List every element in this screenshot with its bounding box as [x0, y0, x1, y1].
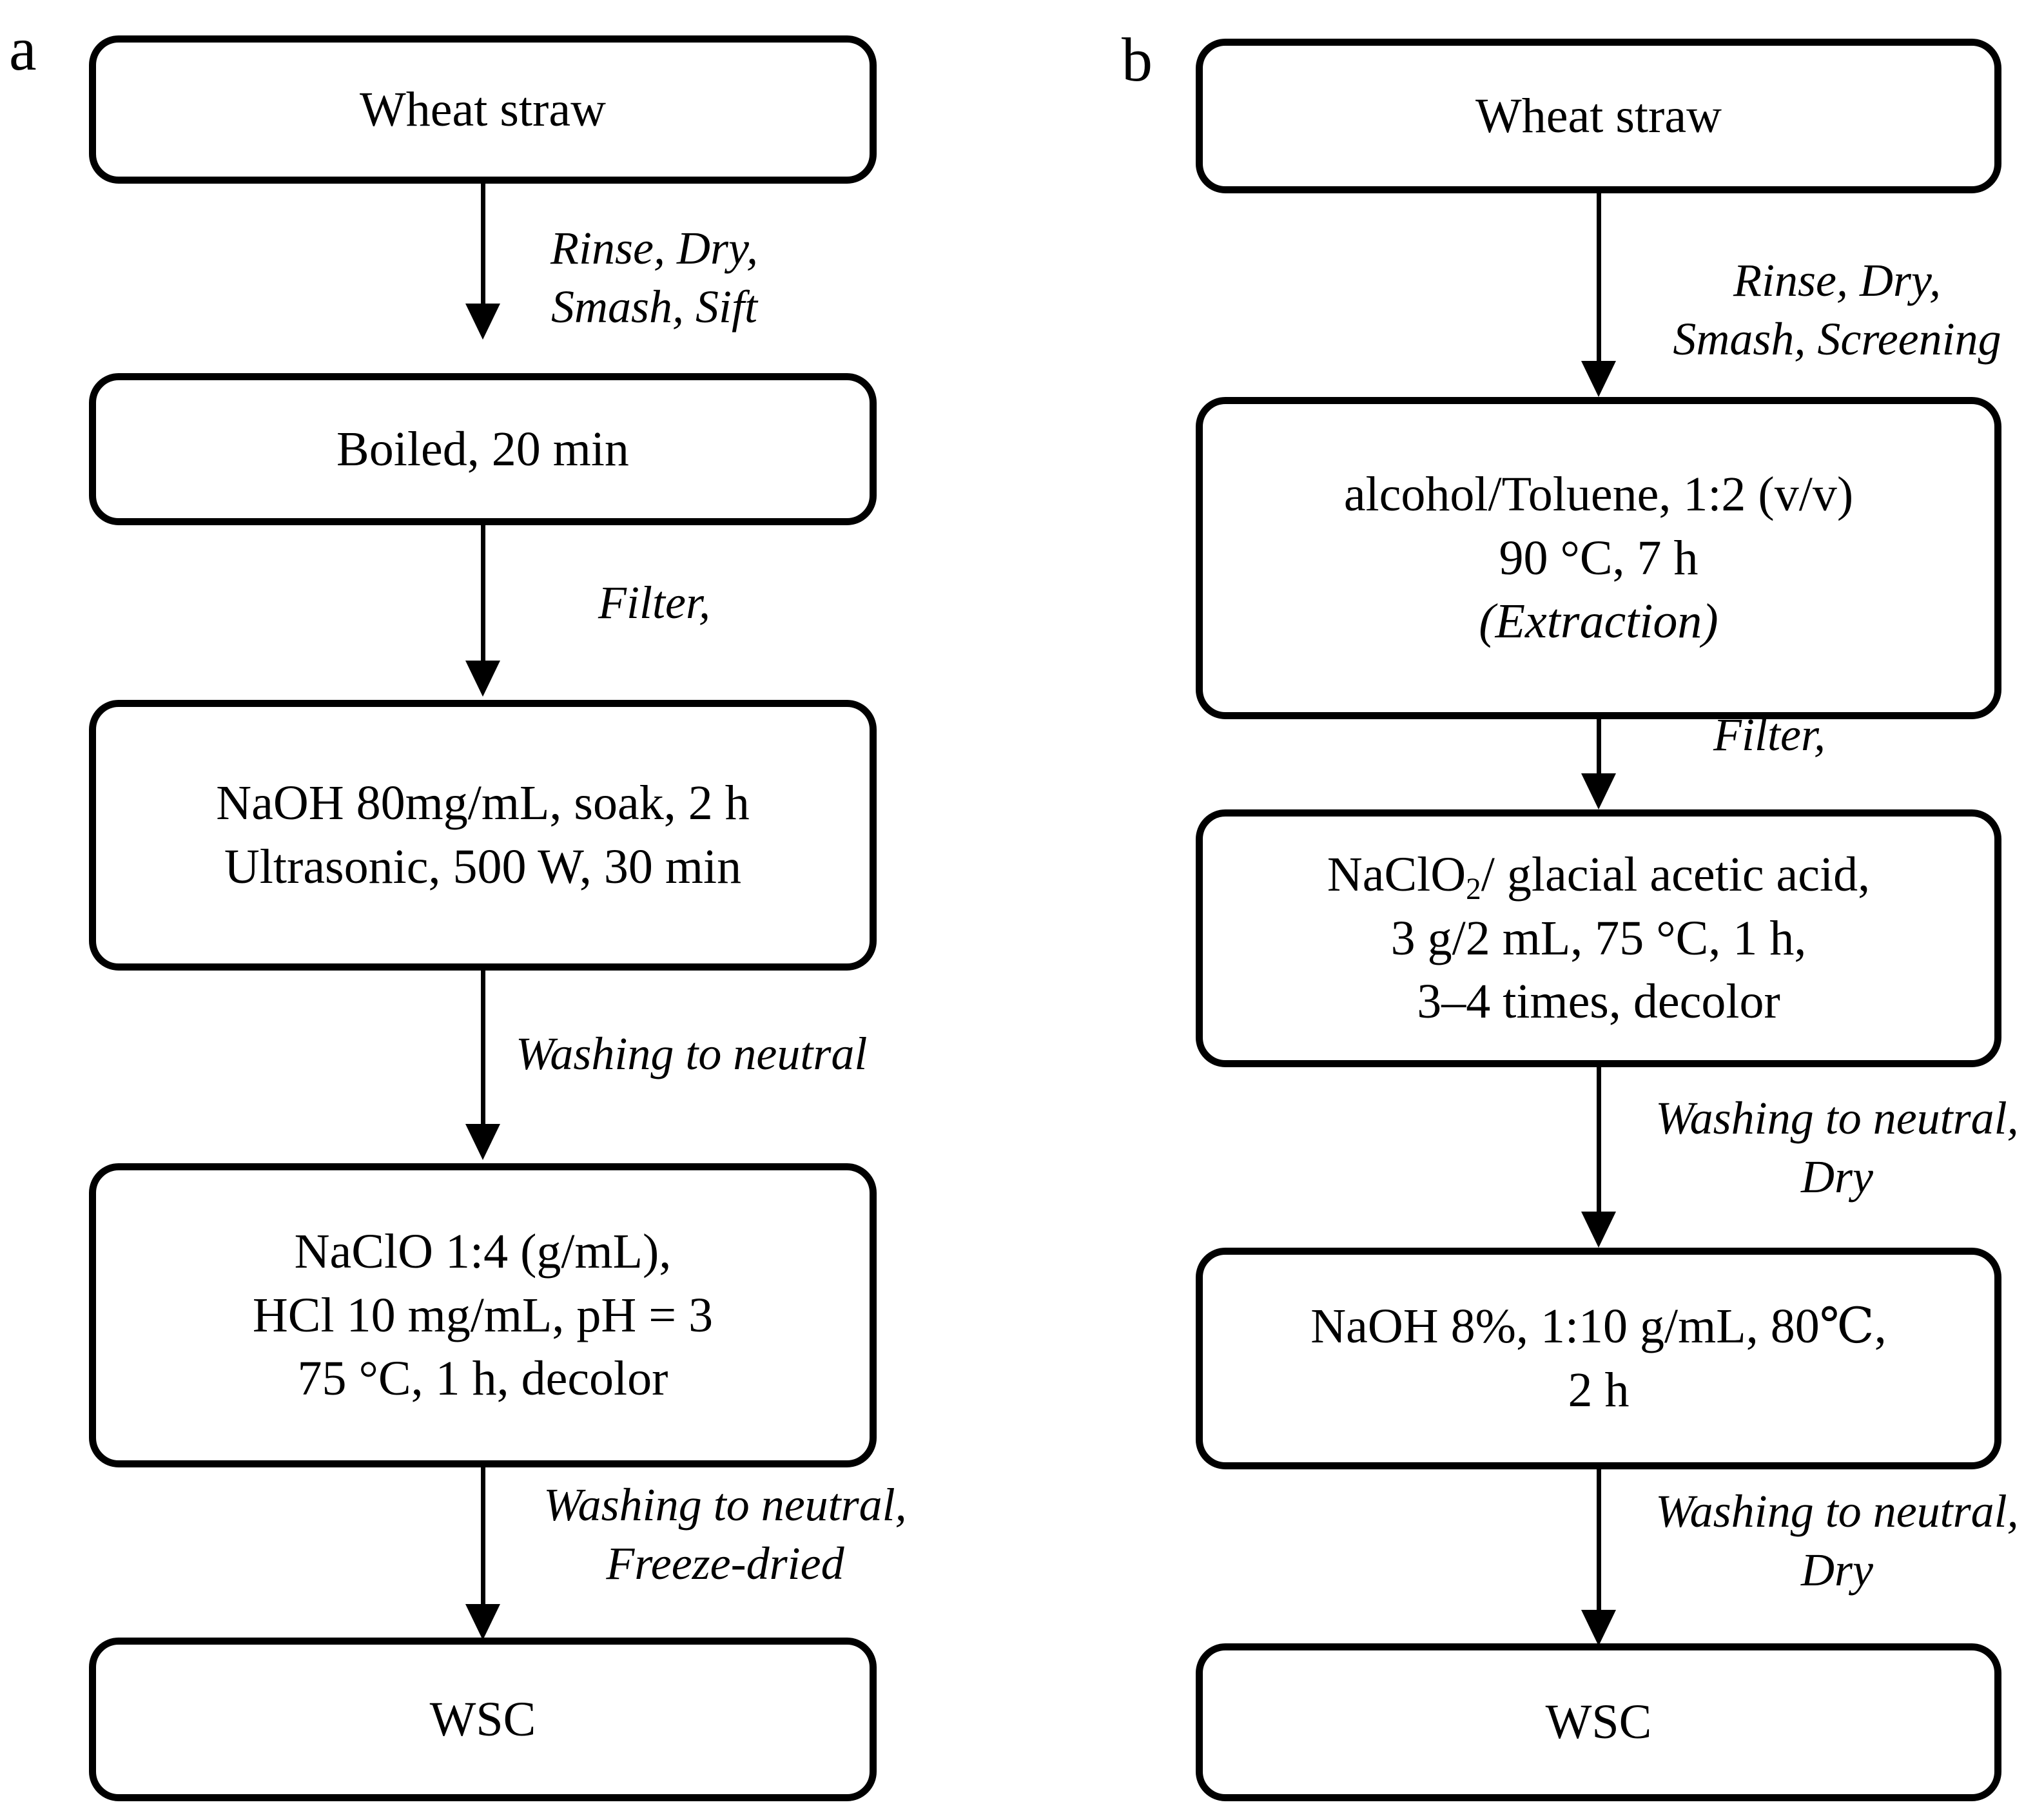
connector-shaft [1596, 193, 1601, 361]
edge-label-b-2: Filter, [1631, 706, 1908, 764]
edge-label-line: Rinse, Dry, [550, 222, 758, 274]
node-line: (Extraction) [1479, 594, 1718, 649]
edge-label-line: Filter, [598, 577, 710, 628]
connector-shaft [480, 525, 485, 661]
node-line: NaClO2/ glacial acetic acid, [1327, 847, 1871, 906]
node-line: alcohol/Toluene, 1:2 (v/v) [1343, 467, 1854, 521]
node-line: Ultrasonic, 500 W, 30 min [224, 840, 742, 894]
node-a-naclo: NaClO 1:4 (g/mL), HCl 10 mg/mL, pH = 3 7… [89, 1163, 877, 1467]
edge-label-a-3: Washing to neutral [516, 1025, 967, 1083]
edge-label-line: Rinse, Dry, [1733, 255, 1941, 306]
edge-label-line: Filter, [1713, 709, 1825, 760]
node-line: HCl 10 mg/mL, pH = 3 [252, 1288, 714, 1342]
edge-label-a-4: Washing to neutral, Freeze-dried [512, 1476, 938, 1592]
node-line: NaOH 8%, 1:10 g/mL, 80℃, [1310, 1299, 1887, 1354]
edge-label-a-1: Rinse, Dry, Smash, Sift [516, 219, 793, 336]
node-b-alcohol-toluene: alcohol/Toluene, 1:2 (v/v) 90 °C, 7 h (E… [1196, 397, 2001, 719]
node-b-wheat-straw: Wheat straw [1196, 39, 2001, 193]
node-line: NaOH 80mg/mL, soak, 2 h [216, 776, 750, 831]
node-line: Wheat straw [1475, 88, 1722, 143]
node-b-naoh: NaOH 8%, 1:10 g/mL, 80℃, 2 h [1196, 1248, 2001, 1469]
edge-label-line: Dry [1801, 1150, 1873, 1203]
node-b-naclo2: NaClO2/ glacial acetic acid, 3 g/2 mL, 7… [1196, 809, 2001, 1067]
node-line: WSC [1545, 1695, 1652, 1750]
connector-shaft [480, 971, 485, 1124]
arrowhead-icon [465, 661, 500, 697]
connector-shaft [480, 1467, 485, 1604]
edge-label-line: Freeze-dried [606, 1537, 844, 1589]
connector-shaft [480, 184, 485, 304]
edge-label-line: Washing to neutral, [1655, 1092, 2019, 1144]
edge-label-line: Smash, Screening [1673, 313, 2001, 365]
edge-label-line: Washing to neutral, [1655, 1485, 2019, 1537]
arrowhead-icon [465, 304, 500, 340]
arrowhead-icon [465, 1604, 500, 1640]
node-line: 2 h [1568, 1363, 1630, 1417]
node-line: 3 g/2 mL, 75 °C, 1 h, [1390, 911, 1807, 965]
node-line: 90 °C, 7 h [1499, 530, 1698, 585]
arrowhead-icon [1581, 1610, 1616, 1646]
arrowhead-icon [465, 1124, 500, 1160]
node-a-wheat-straw: Wheat straw [89, 35, 877, 184]
edge-label-b-4: Washing to neutral, Dry [1628, 1482, 2044, 1599]
node-line: Wheat straw [360, 82, 606, 137]
edge-label-line: Washing to neutral, [543, 1479, 907, 1531]
node-a-naoh-ultrasonic: NaOH 80mg/mL, soak, 2 h Ultrasonic, 500 … [89, 700, 877, 971]
edge-label-line: Smash, Sift [550, 280, 758, 333]
connector-shaft [1596, 1067, 1601, 1212]
edge-label-line: Dry [1801, 1543, 1873, 1596]
node-line: 75 °C, 1 h, decolor [297, 1351, 668, 1406]
edge-label-b-3: Washing to neutral, Dry [1628, 1089, 2044, 1206]
panel-letter-a: a [9, 14, 37, 83]
node-a-wsc: WSC [89, 1638, 877, 1801]
node-line: 3–4 times, decolor [1417, 974, 1780, 1029]
arrowhead-icon [1581, 773, 1616, 809]
node-line: Boiled, 20 min [336, 421, 629, 476]
panel-letter-b: b [1122, 25, 1153, 94]
node-b-wsc: WSC [1196, 1643, 2001, 1801]
node-line: WSC [429, 1692, 536, 1746]
arrowhead-icon [1581, 1212, 1616, 1248]
edge-label-b-1: Rinse, Dry, Smash, Screening [1631, 251, 2043, 368]
connector-shaft [1596, 719, 1601, 773]
edge-label-a-2: Filter, [516, 574, 793, 632]
connector-shaft [1596, 1469, 1601, 1610]
node-a-boiled: Boiled, 20 min [89, 373, 877, 525]
node-line: NaClO 1:4 (g/mL), [294, 1224, 672, 1279]
arrowhead-icon [1581, 361, 1616, 397]
edge-label-line: Washing to neutral [516, 1028, 868, 1079]
